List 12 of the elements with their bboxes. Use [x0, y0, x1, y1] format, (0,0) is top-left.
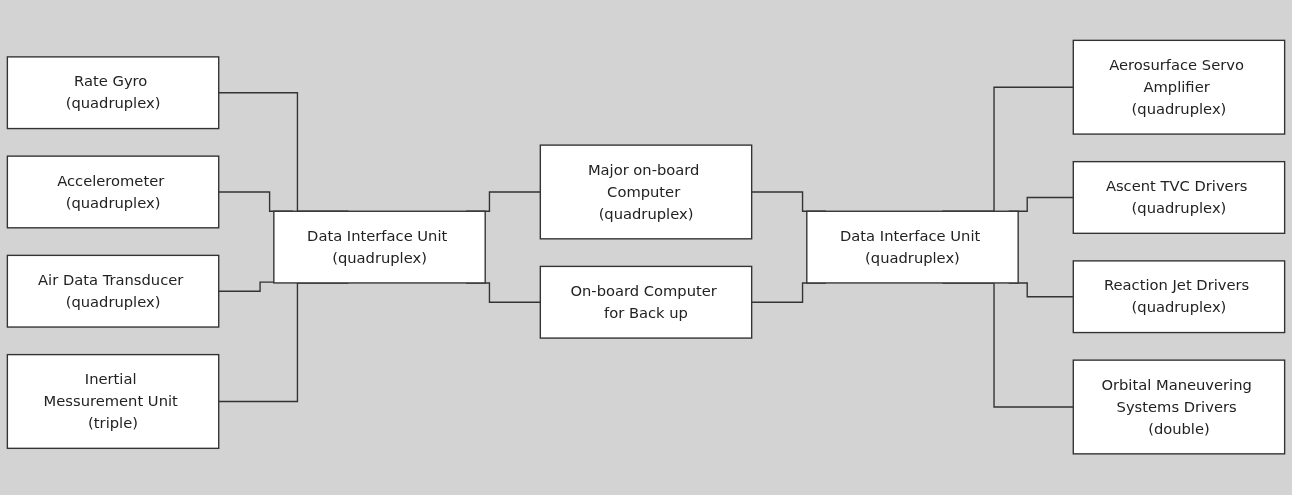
node-box: Data Interface Unit (quadruplex)	[806, 210, 1019, 284]
node-box: Aerosurface Servo Amplifier (quadruplex)	[1072, 40, 1286, 136]
node-box: Major on-board Computer (quadruplex)	[539, 144, 753, 240]
node-box: Accelerometer (quadruplex)	[6, 155, 220, 229]
node-box: Inertial Messurement Unit (triple)	[6, 354, 220, 450]
node-box: Orbital Maneuvering Systems Drivers (double)	[1072, 359, 1286, 455]
node-box: On-board Computer for Back up	[539, 266, 753, 340]
node-box: Rate Gyro (quadruplex)	[6, 56, 220, 130]
node-box: Air Data Transducer (quadruplex)	[6, 255, 220, 329]
node-box: Data Interface Unit (quadruplex)	[273, 210, 486, 284]
node-box: Ascent TVC Drivers (quadruplex)	[1072, 161, 1286, 235]
node-box: Reaction Jet Drivers (quadruplex)	[1072, 260, 1286, 334]
